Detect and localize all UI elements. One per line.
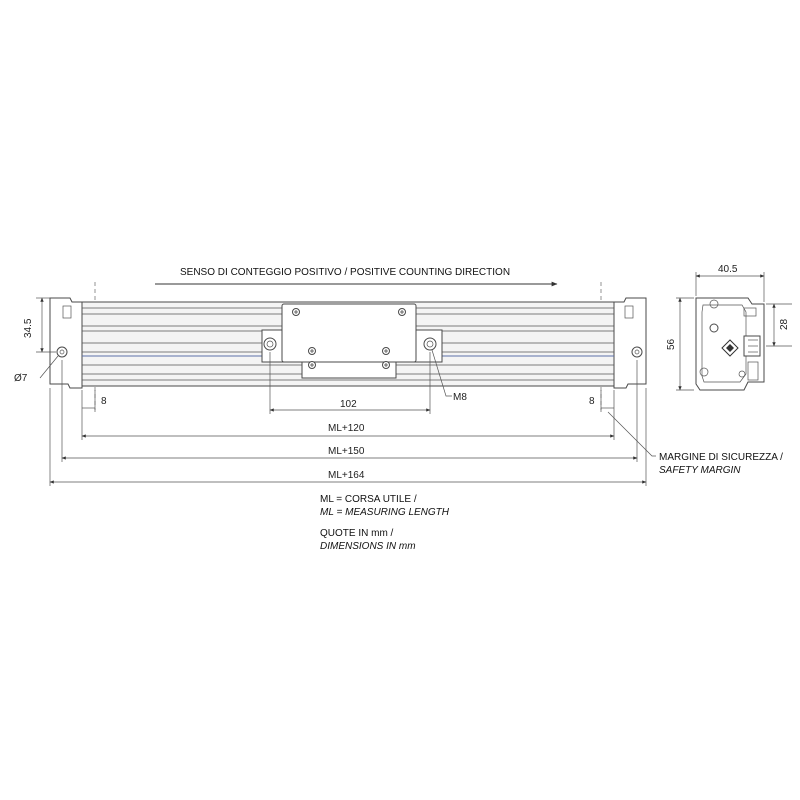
- dim-height-left: 34.5: [23, 318, 34, 338]
- legend-ml-line2: ML = MEASURING LENGTH: [320, 507, 450, 518]
- carriage-m8-hole-left: [263, 337, 277, 351]
- counting-direction: SENSO DI CONTEGGIO POSITIVO / POSITIVE C…: [155, 267, 558, 287]
- direction-label: SENSO DI CONTEGGIO POSITIVO / POSITIVE C…: [180, 267, 510, 278]
- dim-ml-150: ML+150: [328, 446, 365, 457]
- safety-margin-line1: MARGINE DI SICUREZZA /: [659, 452, 783, 463]
- legend-units-line1: QUOTE IN mm /: [320, 528, 394, 539]
- legend-units-line2: DIMENSIONS IN mm: [320, 541, 416, 552]
- scale-front-view: [49, 282, 647, 410]
- carriage-m8-hole-right: [423, 337, 437, 351]
- left-mount-hole: [56, 346, 68, 358]
- right-end-cap: [613, 297, 647, 389]
- safety-margin-line2: SAFETY MARGIN: [659, 465, 741, 476]
- dim-ml-120: ML+120: [328, 423, 365, 434]
- right-mount-hole: [631, 346, 643, 358]
- legend-ml-line1: ML = CORSA UTILE /: [320, 494, 417, 505]
- dim-carriage-width: 102: [340, 399, 357, 410]
- dim-end-right: 8: [589, 396, 595, 407]
- dim-side-partial: 28: [779, 318, 790, 330]
- legend: ML = CORSA UTILE / ML = MEASURING LENGTH…: [320, 494, 450, 552]
- reading-head: [281, 303, 417, 363]
- dim-end-left: 8: [101, 396, 107, 407]
- front-dimensions: 34.5 Ø7 8 8 102 M8 ML+120 ML+150: [14, 297, 656, 486]
- side-view: 40.5 56 28: [666, 264, 792, 391]
- head-screws: [292, 308, 406, 369]
- dim-side-width: 40.5: [718, 264, 738, 275]
- dim-ml-164: ML+164: [328, 470, 365, 481]
- dim-hole-diameter: Ø7: [14, 373, 28, 384]
- dim-side-height: 56: [666, 338, 677, 350]
- left-end-cap: [49, 297, 83, 389]
- safety-margin-label: MARGINE DI SICUREZZA / SAFETY MARGIN: [659, 452, 783, 476]
- dim-thread: M8: [453, 392, 467, 403]
